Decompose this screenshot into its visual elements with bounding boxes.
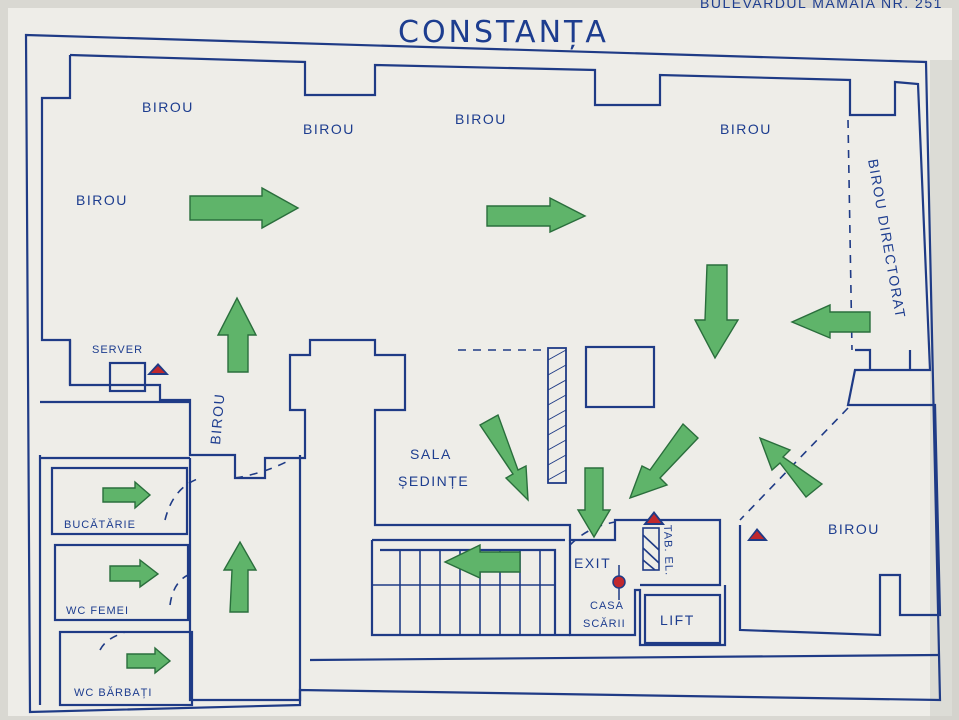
evac-arrow-8 xyxy=(628,422,699,500)
hazard-triangle-icon xyxy=(643,511,665,525)
structural-column xyxy=(547,347,567,484)
evac-arrow-13 xyxy=(222,540,258,613)
label-birou-5: BIROU xyxy=(76,192,128,208)
evacuation-arrows xyxy=(102,186,871,675)
label-scarii: SCĂRII xyxy=(583,617,626,630)
directorat-wall xyxy=(855,348,912,370)
label-bucatarie: BUCĂTĂRIE xyxy=(64,518,136,531)
evac-arrow-6 xyxy=(478,413,529,502)
inner-wall-top xyxy=(69,53,942,637)
evac-arrow-10 xyxy=(443,543,521,580)
inner-wall-left xyxy=(40,55,722,587)
address-corner-text: BULEVARDUL MAMAIA NR. 251 xyxy=(700,0,943,11)
plan-title: CONSTANȚA xyxy=(398,15,609,50)
corridor-door-swing-4 xyxy=(234,459,291,479)
fire-extinguisher-icon xyxy=(612,565,626,600)
label-sedinte: ȘEDINȚE xyxy=(398,473,469,489)
wc-barbati-room xyxy=(58,630,194,707)
evac-arrow-1 xyxy=(189,186,300,230)
label-birou-1: BIROU xyxy=(142,99,194,115)
lift-shaft xyxy=(643,593,722,645)
evac-arrow-3 xyxy=(693,264,740,360)
label-birou-right: BIROU xyxy=(828,521,880,537)
bucatarie-room xyxy=(50,466,189,536)
evac-arrow-4 xyxy=(790,303,871,340)
label-birou-4: BIROU xyxy=(720,121,772,137)
server-cabinet xyxy=(108,361,147,393)
label-tab-el: TAB. EL. xyxy=(661,525,675,577)
evac-arrow-9 xyxy=(758,436,824,498)
central-shaft xyxy=(584,345,656,409)
right-bottom-wall xyxy=(309,653,941,662)
label-server: SERVER xyxy=(92,344,143,356)
evac-arrow-12 xyxy=(109,558,160,589)
evac-arrow-2 xyxy=(486,196,587,234)
left-corridor-right-wall xyxy=(188,455,302,702)
corridor-door-swing-1 xyxy=(164,477,201,521)
label-wc-barbati: WC BĂRBAȚI xyxy=(74,686,152,699)
stairwell-wall xyxy=(568,540,727,647)
evac-arrow-14 xyxy=(126,646,172,675)
electric-panel-hatch xyxy=(642,534,660,571)
paper-shadow-right xyxy=(930,60,959,720)
hazard-triangle-icon xyxy=(747,528,768,541)
label-casa: CASA xyxy=(590,600,624,612)
label-sala: SALA xyxy=(410,446,452,462)
evac-arrow-5 xyxy=(216,296,258,373)
label-wc-femei: WC FEMEI xyxy=(66,605,129,617)
hazard-triangle-icon xyxy=(147,363,169,375)
label-lift: LIFT xyxy=(660,612,695,628)
label-birou-2: BIROU xyxy=(303,121,355,137)
exit-door-swing xyxy=(569,521,616,546)
evac-arrow-11 xyxy=(102,480,152,510)
column-hatching xyxy=(547,349,567,481)
label-exit: EXIT xyxy=(574,555,611,571)
corridor-door-swing-2 xyxy=(169,574,189,606)
left-corridor-wall xyxy=(38,400,190,705)
corridor-door-swing-3 xyxy=(99,631,126,651)
label-birou-vertical: BIROU xyxy=(207,392,227,445)
evac-arrow-7 xyxy=(576,467,612,539)
label-birou-3: BIROU xyxy=(455,111,507,127)
wc-femei-room xyxy=(53,543,190,622)
